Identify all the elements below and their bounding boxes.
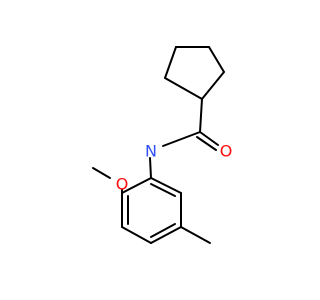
bond-cp4-cp5 bbox=[164, 46, 177, 79]
bond-carbonyl-co-2 bbox=[196, 136, 217, 151]
bond-ar4-ar5 bbox=[150, 226, 182, 244]
molecule-structure: N O O bbox=[92, 46, 233, 244]
amide-group bbox=[149, 98, 219, 179]
bond-carbonyl-co-1 bbox=[199, 131, 219, 146]
bond-carbonyl-c-n bbox=[162, 131, 201, 147]
amide-nitrogen-label: N bbox=[145, 142, 157, 161]
bond-cp2-cp3 bbox=[208, 46, 225, 73]
bond-methoxy-o-ch3 bbox=[92, 167, 111, 179]
methoxy-oxygen-label: O bbox=[116, 175, 129, 194]
bond-ar1-ar2 bbox=[121, 177, 152, 194]
carbonyl-oxygen-label: O bbox=[220, 142, 233, 161]
bond-cp1-carbonyl-c bbox=[199, 98, 203, 133]
bond-cp5-cp1 bbox=[164, 77, 203, 100]
methyl-group bbox=[180, 226, 211, 244]
cyclopentane-ring bbox=[164, 46, 225, 100]
bond-n-aryl-c1 bbox=[149, 157, 152, 179]
bond-ar4-ar5-inner bbox=[150, 223, 176, 238]
benzene-ring bbox=[121, 177, 182, 244]
bond-cp1-cp2 bbox=[201, 71, 225, 100]
bond-ar5-methyl bbox=[180, 226, 211, 244]
bond-ar6-ar1 bbox=[150, 177, 182, 194]
bond-ar3-ar4 bbox=[121, 226, 152, 244]
bond-ar6-ar1-inner bbox=[150, 183, 176, 197]
methoxy-group bbox=[92, 167, 123, 194]
